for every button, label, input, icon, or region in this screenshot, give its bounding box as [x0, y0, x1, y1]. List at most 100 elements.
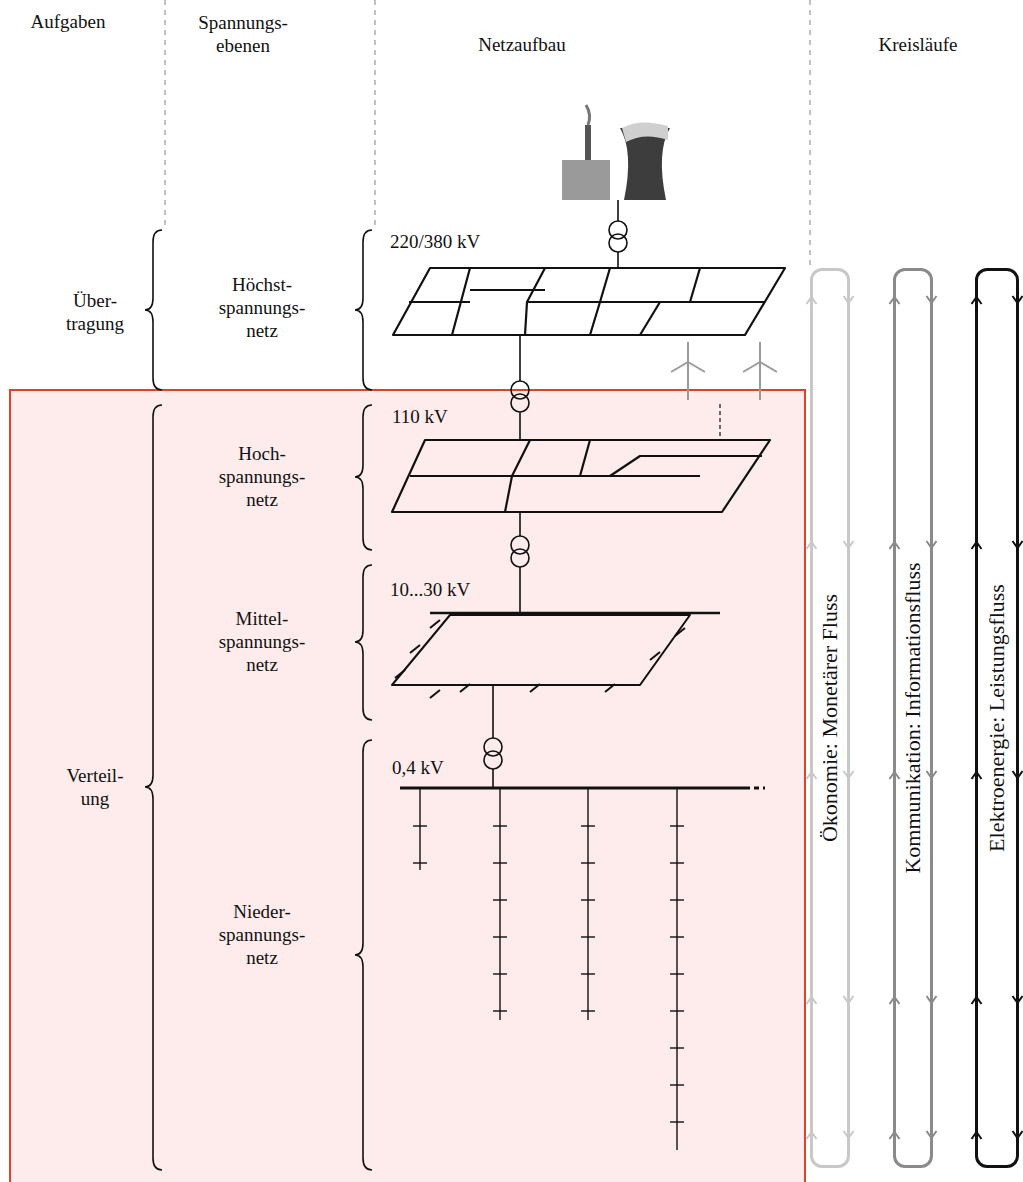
power-plant — [562, 105, 670, 200]
house-connection — [493, 862, 507, 863]
transformer-symbol — [519, 335, 521, 381]
house-connection — [413, 825, 427, 826]
house-connection — [581, 825, 595, 826]
power-plant — [562, 160, 610, 200]
transformer-symbol — [511, 549, 529, 567]
level-label: Über- tragung — [66, 289, 124, 335]
house-connection — [670, 862, 684, 863]
voltage-label: 10...30 kV — [390, 578, 470, 601]
column-divider — [809, 0, 810, 265]
label-holder: 10...30 kV — [390, 578, 470, 601]
transformer-symbol — [519, 512, 521, 536]
label-holder: Kreisläufe — [878, 33, 957, 56]
house-connection — [493, 973, 507, 974]
transformer-symbol — [492, 769, 494, 788]
wind-turbine — [760, 362, 777, 372]
power-plant — [586, 105, 590, 125]
low-voltage-grid — [419, 788, 420, 870]
house-connection — [581, 862, 595, 863]
voltage-label: 0,4 kV — [392, 756, 444, 779]
house-connection — [670, 899, 684, 900]
extra-high-voltage-grid — [409, 268, 765, 335]
house-connection — [670, 973, 684, 974]
house-connection — [670, 936, 684, 937]
cycle-label: Kommunikation: Informationsfluss — [900, 562, 926, 873]
wind-turbine — [719, 404, 720, 440]
house-connection — [670, 1047, 684, 1048]
house-connection — [413, 862, 427, 863]
wind-turbine — [688, 362, 705, 372]
low-voltage-grid — [587, 788, 588, 1020]
transformer-symbol — [511, 394, 529, 412]
curly-brace — [145, 405, 162, 1170]
label-holder: 220/380 kV — [390, 230, 480, 253]
house-connection — [493, 825, 507, 826]
voltage-label: 220/380 kV — [390, 230, 480, 253]
label-holder: Mittel- spannungs- netz — [219, 607, 306, 677]
transformer-symbol — [519, 412, 521, 440]
house-connection — [670, 1121, 684, 1122]
label-holder: 110 kV — [392, 405, 448, 428]
transformer-symbol — [484, 200, 627, 788]
column-divider — [164, 0, 165, 230]
curly-brace — [145, 230, 162, 390]
level-label: Höchst- spannungs- netz — [219, 273, 306, 343]
transformer-symbol — [519, 567, 521, 613]
wind-turbine — [743, 362, 760, 372]
house-connection — [581, 1010, 595, 1011]
curly-brace — [355, 740, 372, 1170]
label-holder: Spannungs- ebenen — [198, 11, 288, 57]
medium-voltage-grid — [392, 613, 720, 698]
level-label: Mittel- spannungs- netz — [219, 607, 306, 677]
cycle-label: Elektroenergie: Leistungsfluss — [984, 584, 1010, 852]
curly-brace — [355, 565, 372, 720]
cycle-loop: Ökonomie: Monetärer Fluss — [810, 268, 850, 1168]
wind-turbine — [759, 342, 761, 362]
transformer-symbol — [492, 685, 494, 738]
wind-turbine — [687, 342, 689, 362]
label-holder: Netzaufbau — [478, 33, 566, 56]
curly-brace — [355, 405, 372, 550]
power-plant — [622, 122, 668, 142]
transformer-symbol — [617, 200, 619, 221]
house-connection — [670, 1010, 684, 1011]
label-holder: Höchst- spannungs- netz — [219, 273, 306, 343]
distribution-region — [10, 390, 805, 1182]
house-connection — [670, 1084, 684, 1085]
transformer-symbol — [484, 751, 502, 769]
level-label: Verteil- ung — [67, 764, 124, 810]
medium-voltage-grid — [430, 612, 720, 615]
low-voltage-grid — [676, 788, 677, 1150]
low-voltage-grid — [400, 787, 745, 790]
cycle-loop: Kommunikation: Informationsfluss — [893, 268, 933, 1168]
low-voltage-grid — [745, 787, 765, 790]
level-label: Hoch- spannungs- netz — [219, 442, 306, 512]
cycle-loop: Elektroenergie: Leistungsfluss — [975, 268, 1019, 1168]
low-voltage-grid — [400, 788, 765, 1150]
house-connection — [493, 936, 507, 937]
level-label: Nieder- spannungs- netz — [219, 900, 306, 970]
house-connection — [493, 1010, 507, 1011]
high-voltage-grid — [392, 440, 770, 512]
label-holder: Über- tragung — [66, 289, 124, 335]
cycle-label: Ökonomie: Monetärer Fluss — [817, 594, 843, 842]
medium-voltage-grid — [395, 620, 685, 698]
power-plant — [585, 125, 591, 160]
high-voltage-grid — [392, 440, 770, 512]
transformer-symbol — [617, 252, 619, 268]
distribution-region — [10, 390, 805, 1182]
column-divider — [374, 0, 375, 230]
voltage-label: 110 kV — [392, 405, 448, 428]
column-header: Netzaufbau — [478, 33, 566, 56]
low-voltage-grid — [499, 788, 500, 1020]
label-holder: Hoch- spannungs- netz — [219, 442, 306, 512]
extra-high-voltage-grid — [393, 268, 785, 335]
medium-voltage-grid — [392, 615, 690, 685]
label-holder: Aufgaben — [31, 10, 106, 33]
house-connection — [581, 899, 595, 900]
house-connection — [493, 899, 507, 900]
